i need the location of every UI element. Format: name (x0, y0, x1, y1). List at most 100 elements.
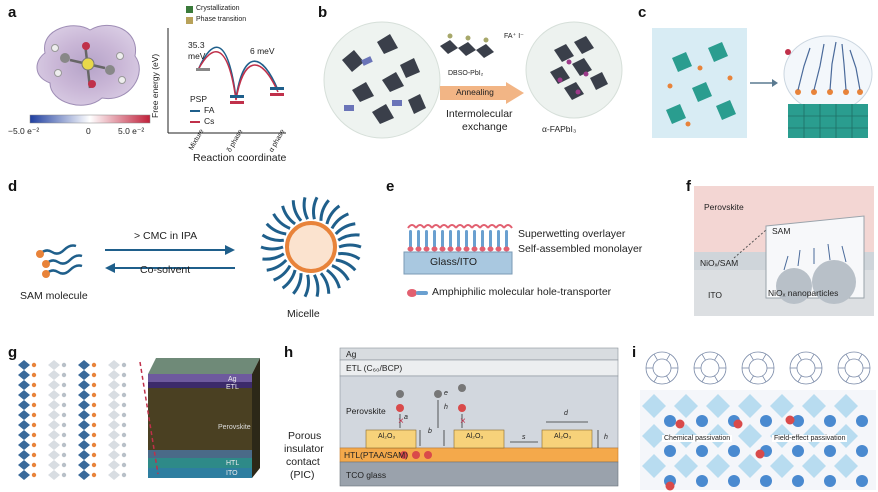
ito-label-f: ITO (708, 290, 723, 300)
legend-cs: Cs (204, 116, 215, 126)
h-dim-s: s (522, 434, 526, 441)
panel-b: FA⁺ I⁻ DBSO-PbI₂ Annealing Intermolecula… (310, 0, 635, 165)
panel-label-g: g (8, 344, 18, 361)
legend-swatches (186, 6, 193, 24)
self-assembled-label: Self-assembled monolayer (518, 243, 643, 255)
h-dim-a: a (404, 414, 408, 421)
device-stack-g (148, 358, 260, 478)
svg-text:×: × (398, 416, 404, 427)
barrier-2-value: 6 meV (250, 46, 275, 56)
precursor-mixture-circle (323, 21, 441, 139)
barrier-1-unit: meV (188, 51, 206, 61)
g-layer-etl: ETL (226, 384, 239, 391)
annealing-arrow (440, 82, 524, 104)
g-layer-ito: ITO (226, 470, 238, 477)
pic-line-4: (PIC) (290, 469, 315, 481)
h-block-2: Al₂O₃ (466, 433, 484, 440)
colorbar-max-label: 5.0 e⁻² (118, 126, 145, 136)
psp-legend-title: PSP (190, 94, 208, 104)
panel-g: Ag ETL Perovskite HTL ITO (0, 344, 275, 492)
amphiphilic-legend-label: Amphiphilic molecular hole-transporter (432, 286, 612, 298)
superwetting-label: Superwetting overlayer (518, 228, 626, 240)
exchange-label: exchange (462, 121, 508, 133)
barrier-1-value: 35.3 (188, 40, 205, 50)
panel-i: Chemical passivation Field-effect passiv… (640, 344, 876, 492)
legend-fa: FA (204, 105, 215, 115)
panel-e: Glass/ITO Superwetting overlayer Self-as… (380, 176, 680, 326)
perovskite-label-f: Perovskite (704, 202, 744, 212)
intermolecular-label: Intermolecular (446, 108, 513, 120)
dbso-pbi2-sheet (440, 33, 494, 58)
h-ag-label: Ag (346, 349, 357, 359)
niox-nanoparticles-label: NiOₓ nanoparticles (768, 288, 839, 298)
sam-label-f: SAM (772, 226, 791, 236)
g-layer-perovskite: Perovskite (218, 424, 251, 431)
h-htl-label: HTL(PTAA/SAM) (344, 450, 409, 460)
g-layer-htl: HTL (226, 460, 240, 467)
amphiphilic-legend-icon (407, 289, 428, 297)
h-etl-label: ETL (C₆₀/BCP) (346, 363, 403, 373)
pic-line-1: Porous (288, 430, 322, 442)
panel-label-e: e (386, 178, 395, 195)
panel-label-h: h (284, 344, 294, 361)
equilibrium-arrows (105, 245, 235, 273)
alpha-fapbi3-crystal-circle (525, 21, 623, 119)
sam-solution-box (652, 28, 747, 138)
zoom-dashed-line (139, 361, 159, 475)
panel-f: Perovskite SAM NiOₓ/SAM ITO NiOₓ nanopar… (694, 186, 874, 316)
esp-colorbar (29, 114, 151, 124)
h-dim-e: e (444, 390, 448, 397)
h-tco-label: TCO glass (346, 470, 387, 480)
chemical-passivation-label: Chemical passivation (662, 435, 733, 442)
dbso-pbi2-label: DBSO-PbI₂ (448, 70, 484, 77)
micelle-label: Micelle (287, 308, 320, 320)
psp-legend-lines (190, 110, 200, 123)
process-arrow-c (750, 79, 778, 87)
panel-label-f: f (686, 178, 691, 195)
svg-text:×: × (460, 416, 466, 427)
annealing-label: Annealing (456, 87, 494, 97)
panel-a: −5.0 e⁻² 0 5.0 e⁻² Crystallization Phase… (0, 0, 310, 165)
colorbar-min-label: −5.0 e⁻² (8, 126, 40, 136)
crystal-structure-g (18, 360, 127, 480)
monolayer-on-substrate (403, 224, 513, 275)
pic-line-3: contact (286, 456, 320, 468)
h-dim-h1: h (444, 404, 448, 411)
panel-label-a: a (8, 4, 17, 21)
niox-sam-label: NiOₓ/SAM (700, 258, 739, 268)
reaction-coordinate-label: Reaction coordinate (193, 152, 287, 164)
panel-c (638, 0, 878, 165)
esp-molecule-illustration (36, 24, 140, 106)
g-layer-ag: Ag (228, 376, 237, 383)
fa-i-label: FA⁺ I⁻ (504, 33, 524, 40)
h-perovskite-label: Perovskite (346, 406, 386, 416)
sam-molecule-sketch (36, 244, 83, 278)
panel-label-i: i (632, 344, 637, 361)
h-block-1: Al₂O₃ (378, 433, 396, 440)
field-effect-passivation-label: Field-effect passivation (772, 435, 848, 442)
fullerene-row (645, 351, 871, 385)
panel-h: × × Ag ETL (C₆₀/BCP) Perovskite HTL(PTAA… (280, 344, 620, 492)
glass-ito-label: Glass/ITO (430, 256, 478, 268)
alpha-fapbi3-label: α-FAPbI₃ (542, 124, 577, 134)
free-energy-plot (167, 28, 286, 134)
passivation-lattice (640, 390, 876, 491)
anchored-sam-structure (783, 35, 873, 138)
pic-line-2: insulator (284, 443, 324, 455)
co-solvent-label: Co-solvent (140, 264, 191, 276)
panel-label-d: d (8, 178, 18, 195)
h-block-3: Al₂O₃ (554, 433, 572, 440)
panel-d: SAM molecule > CMC in IPA Co-solvent Mic… (0, 176, 370, 326)
legend-crystallization: Crystallization (196, 5, 240, 12)
h-dim-h2: h (604, 434, 608, 441)
cmc-ipa-label: > CMC in IPA (134, 230, 198, 242)
pic-device-stack: × × (339, 347, 619, 487)
free-energy-axis-label: Free energy (eV) (150, 53, 160, 118)
device-stack-f (694, 186, 874, 316)
h-dim-b: b (428, 428, 432, 435)
legend-phase-transition: Phase transition (196, 16, 247, 23)
micelle-sketch (260, 196, 362, 298)
colorbar-mid-label: 0 (86, 126, 91, 136)
sam-molecule-label: SAM molecule (20, 290, 88, 302)
panel-label-b: b (318, 4, 328, 21)
